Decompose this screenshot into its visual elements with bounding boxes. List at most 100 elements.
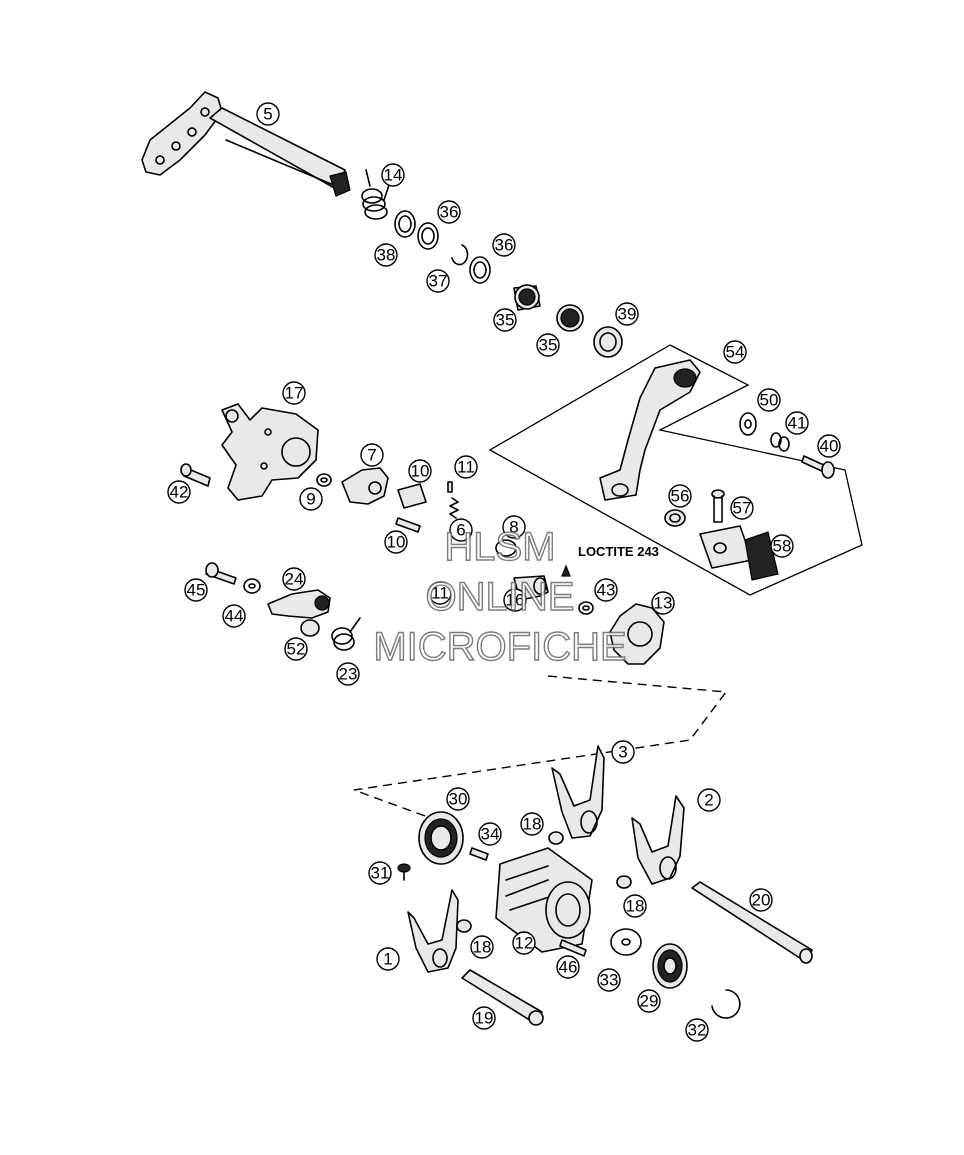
svg-text:56: 56 xyxy=(671,487,690,506)
svg-text:3: 3 xyxy=(618,743,627,762)
svg-text:12: 12 xyxy=(515,934,534,953)
svg-text:39: 39 xyxy=(618,305,637,324)
ring-41 xyxy=(770,432,790,452)
washer-44 xyxy=(243,578,261,594)
watermark-line-1: HLSM xyxy=(444,525,555,569)
svg-text:37: 37 xyxy=(429,272,448,291)
footpeg-58 xyxy=(699,525,779,581)
svg-text:44: 44 xyxy=(225,607,244,626)
svg-text:35: 35 xyxy=(496,311,515,330)
callout-9: 9 xyxy=(299,487,323,511)
watermark-line-2: ONLINE xyxy=(426,575,575,619)
callout-29: 29 xyxy=(637,989,661,1013)
svg-text:58: 58 xyxy=(773,537,792,556)
callout-3: 3 xyxy=(611,740,635,764)
fork-1 xyxy=(407,889,459,973)
svg-text:9: 9 xyxy=(306,490,315,509)
callout-35a: 35 xyxy=(493,308,517,332)
bolt-45 xyxy=(205,562,237,585)
callout-8: 8 xyxy=(502,515,526,539)
svg-text:31: 31 xyxy=(371,864,390,883)
callout-18a: 18 xyxy=(520,812,544,836)
bearing-30 xyxy=(418,811,464,865)
pin-57 xyxy=(711,489,725,523)
shift-lever xyxy=(599,359,701,501)
circlip-32 xyxy=(711,989,741,1019)
svg-text:43: 43 xyxy=(597,581,616,600)
watermark: HLSM ONLINE MICROFICHE xyxy=(373,524,628,669)
callout-13: 13 xyxy=(651,591,675,615)
fork-3 xyxy=(551,745,605,839)
callout-39: 39 xyxy=(615,302,639,326)
callout-37: 37 xyxy=(426,269,450,293)
pin-10a xyxy=(397,483,427,509)
callout-16: 16 xyxy=(503,588,527,612)
lever-24 xyxy=(267,589,331,619)
callout-30: 30 xyxy=(446,787,470,811)
svg-text:32: 32 xyxy=(688,1021,707,1040)
callout-18b: 18 xyxy=(623,894,647,918)
bolt-42 xyxy=(180,463,211,487)
lever-7 xyxy=(341,467,389,505)
svg-text:24: 24 xyxy=(285,570,304,589)
drum-assembly-frame xyxy=(353,675,728,821)
svg-text:42: 42 xyxy=(170,483,189,502)
callout-23: 23 xyxy=(336,662,360,686)
loctite-drop xyxy=(561,564,571,577)
svg-text:5: 5 xyxy=(263,105,272,124)
callout-34: 34 xyxy=(478,822,502,846)
washer-36b xyxy=(469,256,491,284)
shaft-20 xyxy=(691,881,813,964)
svg-text:30: 30 xyxy=(449,790,468,809)
svg-text:18: 18 xyxy=(473,938,492,957)
washer-36a xyxy=(417,222,439,250)
svg-text:14: 14 xyxy=(384,166,403,185)
washer-38 xyxy=(394,210,416,238)
ring-56 xyxy=(664,509,686,527)
callout-6: 6 xyxy=(449,518,473,542)
svg-text:54: 54 xyxy=(726,343,745,362)
svg-text:45: 45 xyxy=(187,581,206,600)
svg-text:35: 35 xyxy=(539,336,558,355)
svg-text:29: 29 xyxy=(640,992,659,1011)
svg-text:8: 8 xyxy=(509,518,518,537)
callout-58: 58 xyxy=(770,534,794,558)
svg-text:13: 13 xyxy=(654,594,673,613)
svg-text:10: 10 xyxy=(411,462,430,481)
callout-40: 40 xyxy=(817,434,841,458)
svg-text:11: 11 xyxy=(431,584,449,603)
callout-1: 1 xyxy=(376,947,400,971)
callout-33: 33 xyxy=(597,968,621,992)
lever-assembly-frame xyxy=(488,344,863,596)
svg-text:1: 1 xyxy=(383,950,392,969)
washer-9 xyxy=(316,473,332,487)
bushing-35b xyxy=(556,304,584,332)
callout-12: 12 xyxy=(512,931,536,955)
callout-57: 57 xyxy=(730,496,754,520)
circlip-37 xyxy=(451,244,469,266)
callout-19: 19 xyxy=(472,1006,496,1030)
svg-text:46: 46 xyxy=(559,958,578,977)
svg-text:7: 7 xyxy=(367,446,376,465)
callout-54: 54 xyxy=(723,340,747,364)
svg-text:18: 18 xyxy=(626,897,645,916)
roller-52 xyxy=(300,619,320,637)
svg-text:19: 19 xyxy=(475,1009,494,1028)
pin-34 xyxy=(469,847,489,861)
svg-text:40: 40 xyxy=(820,437,839,456)
callout-46: 46 xyxy=(556,955,580,979)
svg-text:34: 34 xyxy=(481,825,500,844)
callout-41: 41 xyxy=(785,411,809,435)
bearing-29 xyxy=(652,943,688,989)
callout-45: 45 xyxy=(184,578,208,602)
washer-43 xyxy=(578,601,594,615)
callout-38: 38 xyxy=(374,243,398,267)
screw-31 xyxy=(397,863,411,881)
callout-56: 56 xyxy=(668,484,692,508)
callout-24: 24 xyxy=(282,567,306,591)
svg-text:10: 10 xyxy=(387,533,406,552)
callout-2: 2 xyxy=(697,788,721,812)
callout-14: 14 xyxy=(381,163,405,187)
callout-32: 32 xyxy=(685,1018,709,1042)
